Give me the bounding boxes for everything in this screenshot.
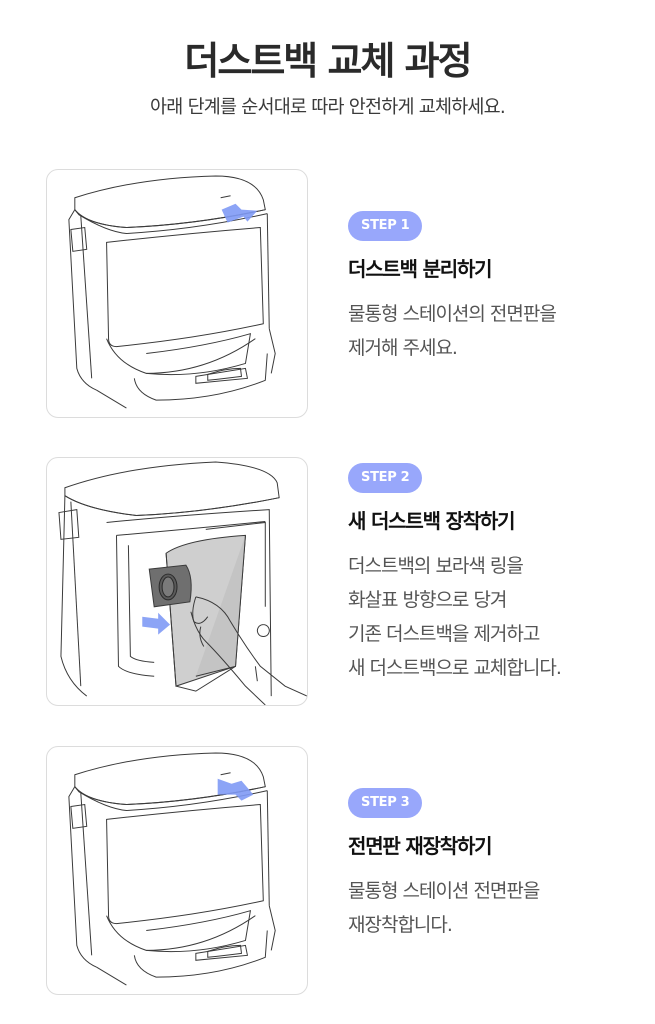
dust-bag-replacement-illustration-icon (58, 461, 307, 705)
step-title: 더스트백 분리하기 (348, 257, 493, 281)
page-subtitle: 아래 단계를 순서대로 따라 안전하게 교체하세요. (150, 97, 506, 118)
step-description: 물통형 스테이션의 전면판을 제거해 주세요. (348, 303, 557, 359)
step-1-text: STEP 1 더스트백 분리하기 물통형 스테이션의 전면판을 제거해 주세요. (348, 211, 648, 365)
page-title: 더스트백 교체 과정 (184, 39, 472, 83)
step-3-text: STEP 3 전면판 재장착하기 물통형 스테이션 전면판을 재장착합니다. (348, 788, 648, 942)
step-badge: STEP 3 (348, 788, 423, 818)
step-description: 더스트백의 보라색 링을 화살표 방향으로 당겨 기존 더스트백을 제거하고 새… (348, 555, 562, 679)
step-description: 물통형 스테이션 전면판을 재장착합니다. (348, 880, 540, 936)
step-badge: STEP 2 (348, 463, 423, 493)
step-title: 전면판 재장착하기 (348, 834, 493, 858)
step-title: 새 더스트백 장착하기 (348, 509, 516, 533)
station-illustration-icon (68, 175, 276, 409)
station-illustration-icon (68, 752, 276, 986)
step-badge: STEP 1 (348, 211, 423, 241)
step-3-illustration-card (46, 746, 308, 995)
step-2-illustration-card (46, 457, 308, 706)
step-1-illustration-card (46, 169, 308, 418)
step-2-text: STEP 2 새 더스트백 장착하기 더스트백의 보라색 링을 화살표 방향으로… (348, 463, 648, 685)
